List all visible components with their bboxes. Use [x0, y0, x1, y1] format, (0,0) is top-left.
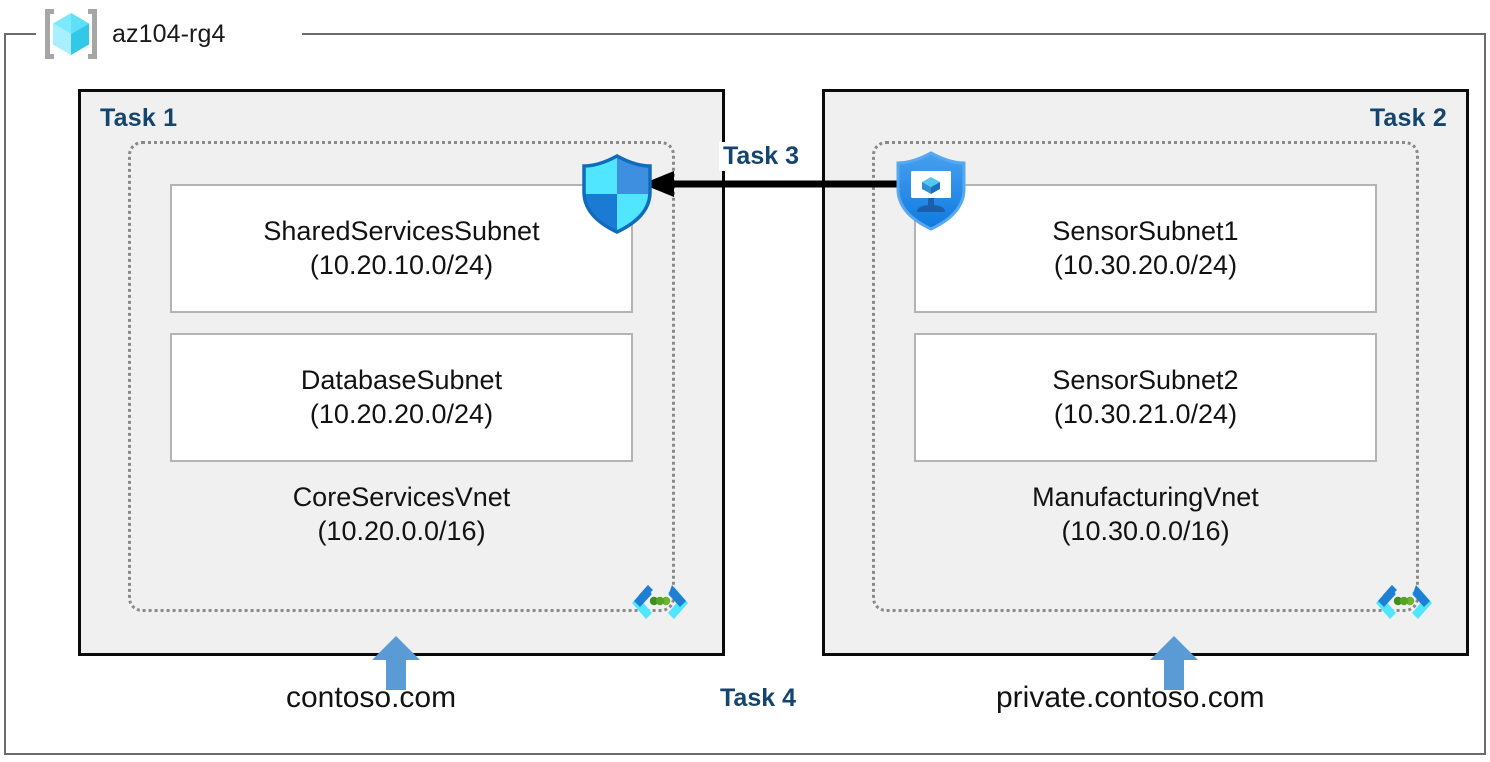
- subnet-name: SensorSubnet1: [1052, 215, 1239, 246]
- up-arrow-icon-contoso: [372, 636, 420, 690]
- task-2-label: Task 2: [1369, 104, 1447, 132]
- dns-zone-label-private-contoso: private.contoso.com: [996, 681, 1265, 714]
- subnet-database: DatabaseSubnet (10.20.20.0/24): [170, 333, 633, 462]
- subnet-sensor1: SensorSubnet1 (10.30.20.0/24): [914, 184, 1377, 313]
- vnet-name-block-manufacturing: ManufacturingVnet (10.30.0.0/16): [875, 482, 1416, 548]
- vnet-name: ManufacturingVnet: [1032, 482, 1259, 512]
- vnet-cidr: (10.30.0.0/16): [1061, 515, 1230, 546]
- task-3-label: Task 3: [719, 142, 803, 171]
- subnet-name: SharedServicesSubnet: [263, 215, 540, 246]
- subnet-cidr: (10.20.20.0/24): [309, 398, 494, 429]
- bastion-shield-vm-icon: [892, 149, 970, 233]
- task-1-label: Task 1: [100, 104, 178, 132]
- vnet-cidr: (10.20.0.0/16): [317, 515, 486, 546]
- subnet-name: DatabaseSubnet: [300, 364, 503, 395]
- vnet-name: CoreServicesVnet: [292, 482, 511, 512]
- resource-group-cube-icon: [40, 5, 102, 63]
- resource-group-name: az104-rg4: [112, 19, 226, 48]
- resource-group-header: az104-rg4: [40, 2, 225, 66]
- up-arrow-icon-private-contoso: [1150, 636, 1198, 690]
- task-4-label: Task 4: [720, 684, 796, 712]
- task-panel-2: Task 2 SensorSubnet1 (10.30.20.0/24) Sen…: [822, 89, 1469, 656]
- task-panel-1: Task 1 SharedServicesSubnet (10.20.10.0/…: [78, 89, 725, 656]
- resource-group-frame: [4, 33, 1486, 755]
- network-security-group-shield-icon: [578, 152, 656, 236]
- subnet-cidr: (10.30.20.0/24): [1053, 249, 1238, 280]
- subnet-sensor2: SensorSubnet2 (10.30.21.0/24): [914, 333, 1377, 462]
- subnet-name: SensorSubnet2: [1052, 364, 1239, 395]
- subnet-cidr: (10.20.10.0/24): [309, 249, 494, 280]
- subnet-cidr: (10.30.21.0/24): [1053, 398, 1238, 429]
- task-3-connection-arrow: [636, 170, 926, 198]
- dns-zone-label-contoso: contoso.com: [286, 681, 457, 714]
- subnet-sharedservices: SharedServicesSubnet (10.20.10.0/24): [170, 184, 633, 313]
- vnet-name-block-coreservices: CoreServicesVnet (10.20.0.0/16): [131, 482, 672, 548]
